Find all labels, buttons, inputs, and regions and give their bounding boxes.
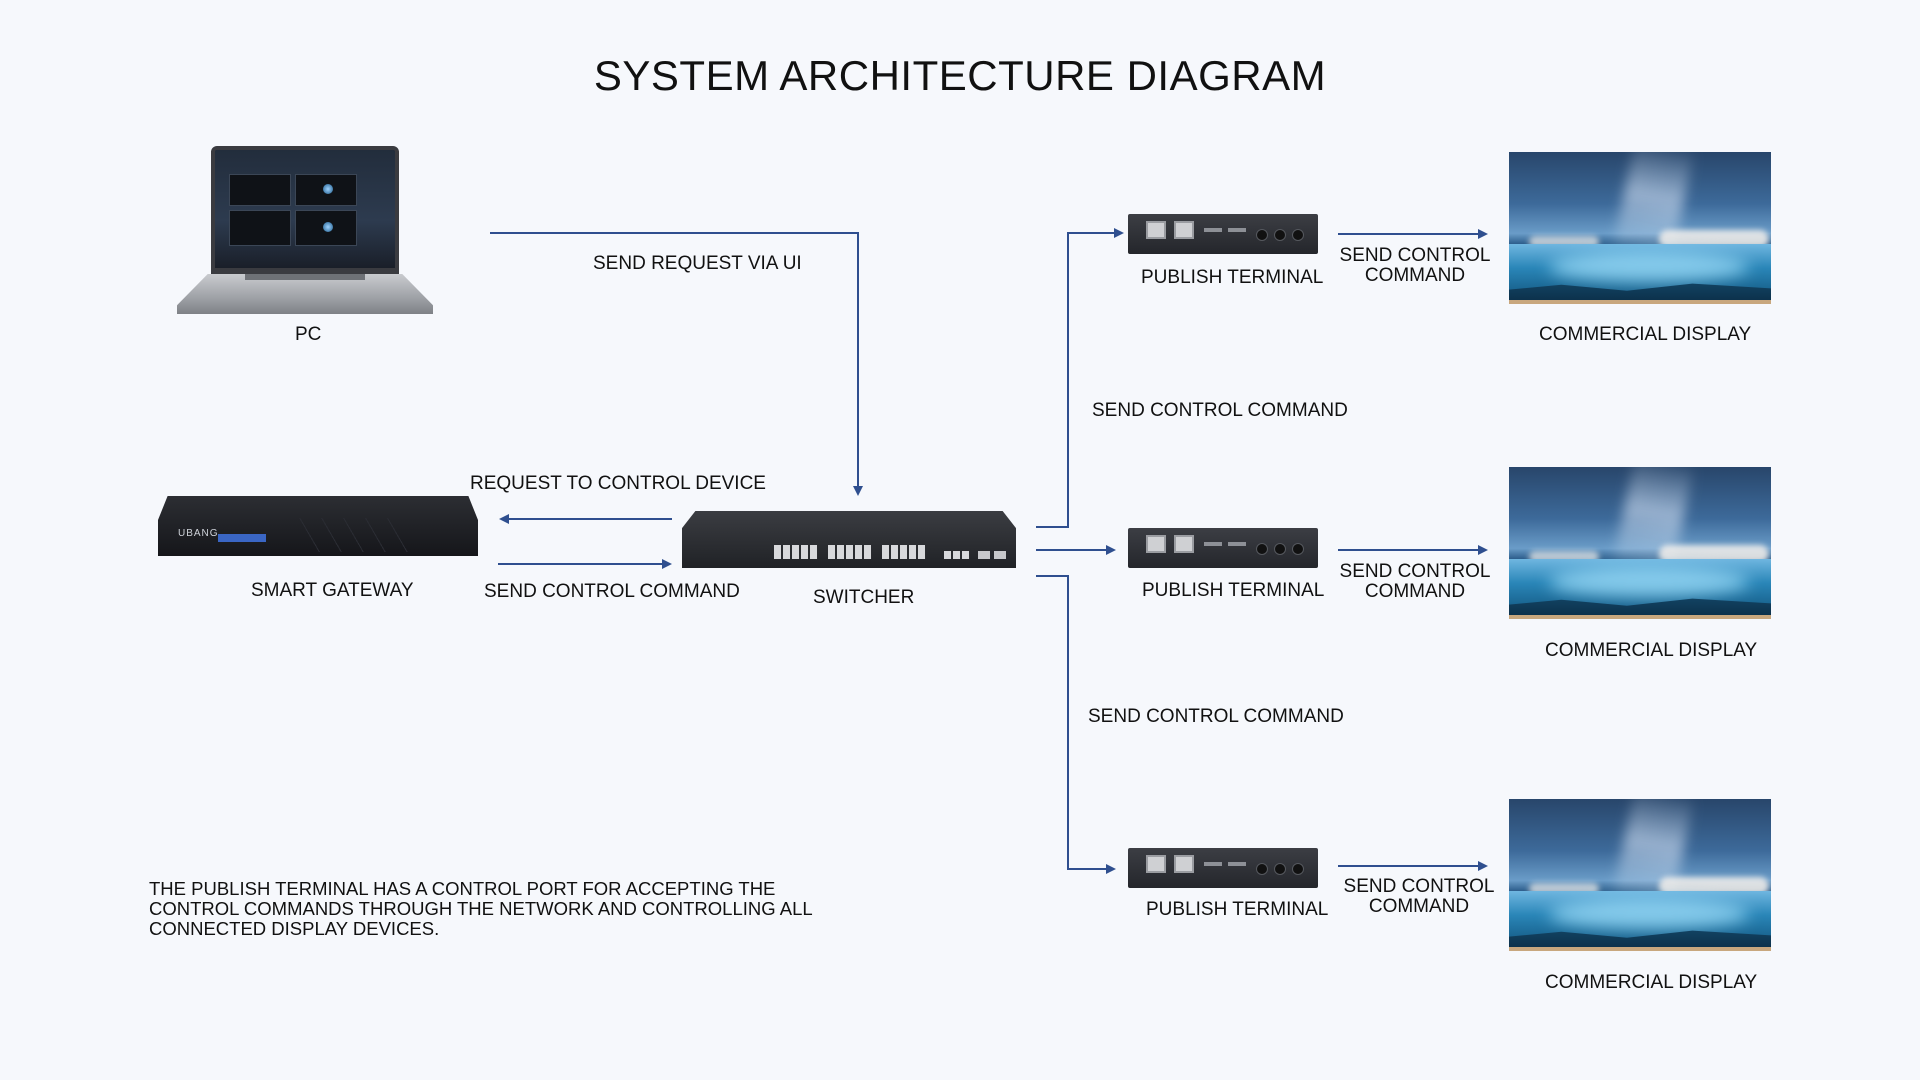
edge-pc-to-switcher — [490, 232, 863, 496]
publish-terminal-1-image — [1128, 214, 1318, 254]
commercial-display-1-image — [1509, 152, 1771, 304]
edge-label-terminal-2-display: SEND CONTROL COMMAND — [1339, 561, 1491, 602]
edge-label-terminal-upper: SEND CONTROL COMMAND — [1092, 400, 1348, 421]
gateway-brand-logo: UBANG — [178, 528, 219, 539]
edge-label-terminal-1-display: SEND CONTROL COMMAND — [1339, 245, 1491, 286]
laptop-screen — [211, 146, 399, 274]
publish-terminal-2-label: PUBLISH TERMINAL — [1142, 580, 1325, 601]
publish-terminal-2-image — [1128, 528, 1318, 568]
publish-terminal-1-label: PUBLISH TERMINAL — [1141, 267, 1324, 288]
commercial-display-1-label: COMMERCIAL DISPLAY — [1539, 324, 1752, 345]
edge-label-terminal-3-display: SEND CONTROL COMMAND — [1343, 876, 1495, 917]
edge-label-request-control: REQUEST TO CONTROL DEVICE — [470, 473, 766, 494]
edge-switcher-to-terminal-1 — [1036, 228, 1124, 528]
publish-terminal-3-image — [1128, 848, 1318, 888]
switcher-image — [682, 511, 1016, 568]
commercial-display-2-image — [1509, 467, 1771, 619]
commercial-display-3-image — [1509, 799, 1771, 951]
publish-terminal-3-label: PUBLISH TERMINAL — [1146, 899, 1329, 920]
edge-label-gateway-command: SEND CONTROL COMMAND — [484, 581, 740, 602]
diagram-title: SYSTEM ARCHITECTURE DIAGRAM — [593, 52, 1327, 99]
edge-label-send-request: SEND REQUEST VIA UI — [593, 253, 802, 274]
smart-gateway-image: UBANG — [158, 496, 478, 556]
laptop-base — [177, 274, 433, 314]
pc-label: PC — [295, 324, 322, 345]
edge-switcher-to-terminal-3 — [1036, 575, 1116, 874]
smart-gateway-label: SMART GATEWAY — [251, 580, 414, 601]
commercial-display-2-label: COMMERCIAL DISPLAY — [1545, 640, 1758, 661]
footnote-text: THE PUBLISH TERMINAL HAS A CONTROL PORT … — [149, 878, 812, 939]
commercial-display-3-label: COMMERCIAL DISPLAY — [1545, 972, 1758, 993]
edge-label-terminal-lower: SEND CONTROL COMMAND — [1088, 706, 1344, 727]
switcher-label: SWITCHER — [813, 587, 915, 608]
